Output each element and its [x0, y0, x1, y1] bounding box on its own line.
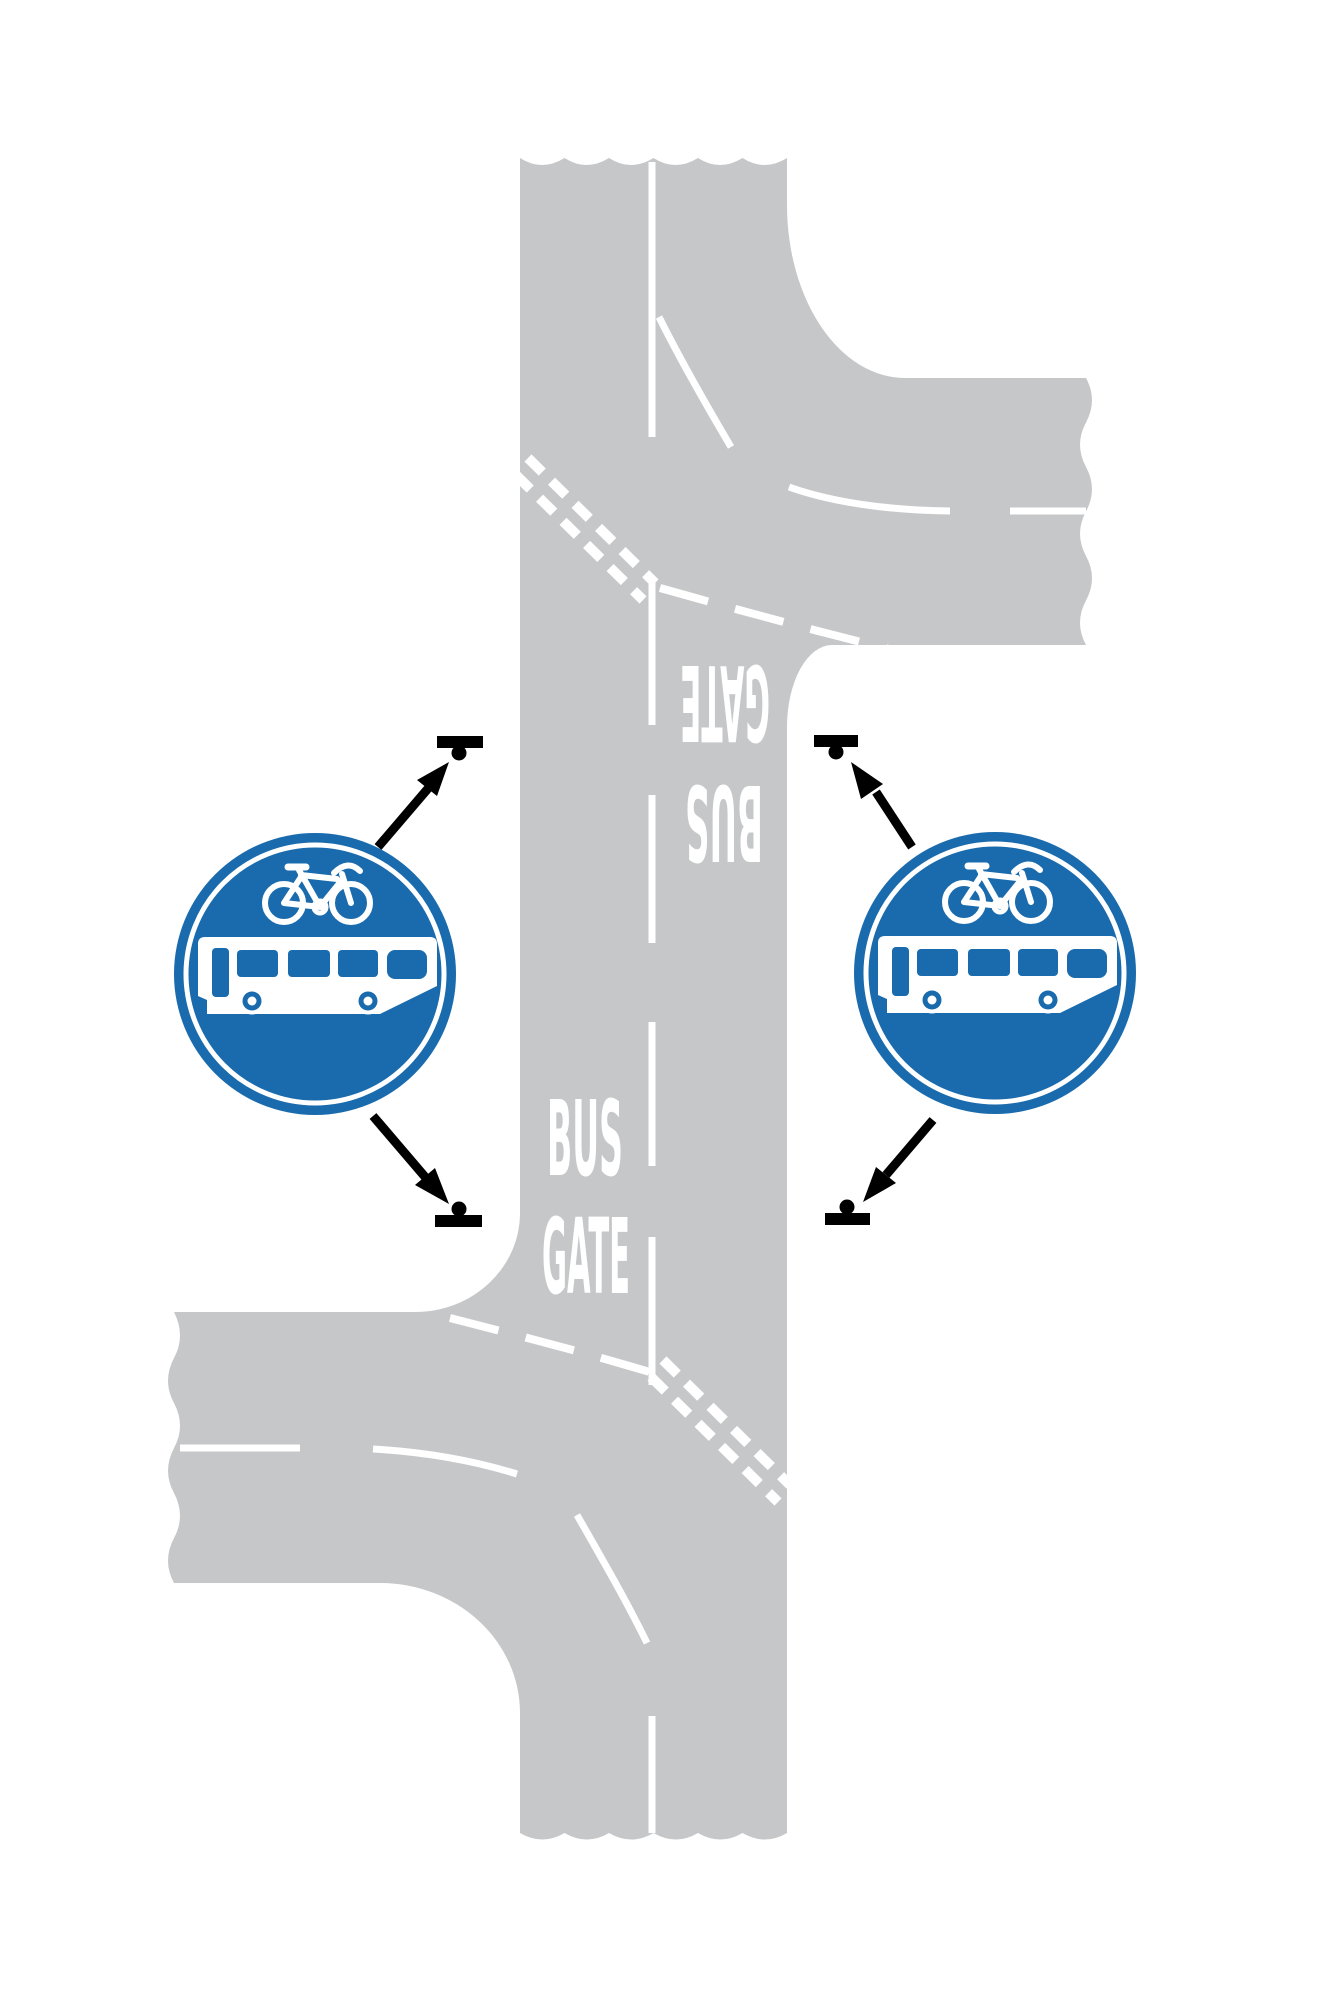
lane-dashed-curve-north [658, 584, 936, 664]
junction-turn-curve-north [655, 315, 735, 449]
give-way-double-line-south [647, 1356, 794, 1506]
road-text-north-facing-gate: GATE [542, 1196, 630, 1318]
lane-dashed-curve-south [449, 1314, 652, 1376]
centre-line-west-branch [180, 1444, 519, 1478]
give-way-double-line-north [512, 454, 659, 604]
road-surface [168, 158, 1092, 1840]
sign-post-symbols [435, 735, 870, 1227]
buses-and-cycles-only-sign-left [174, 833, 456, 1115]
road-text-south-facing-gate: GATE [680, 641, 770, 763]
pointer-arrows [369, 762, 937, 1204]
arrow-bottom-right [863, 1117, 937, 1202]
centre-line-east-branch [787, 483, 1086, 515]
sign-post-bottom-right [825, 1199, 870, 1225]
junction-turn-curve-south [573, 1513, 651, 1645]
sign-post-top-left [437, 736, 483, 761]
road-text-north-facing-bus: BUS [547, 1078, 623, 1200]
arrow-bottom-left [369, 1113, 449, 1204]
arrow-top-left [374, 762, 449, 850]
sign-post-top-right [814, 735, 858, 760]
arrow-top-right [851, 762, 916, 850]
sign-post-bottom-left [435, 1201, 482, 1227]
road-markings: GATE BUS BUS GATE [180, 162, 1086, 1833]
buses-and-cycles-only-sign-right [854, 832, 1136, 1114]
road-text-south-facing-bus: BUS [685, 761, 763, 883]
